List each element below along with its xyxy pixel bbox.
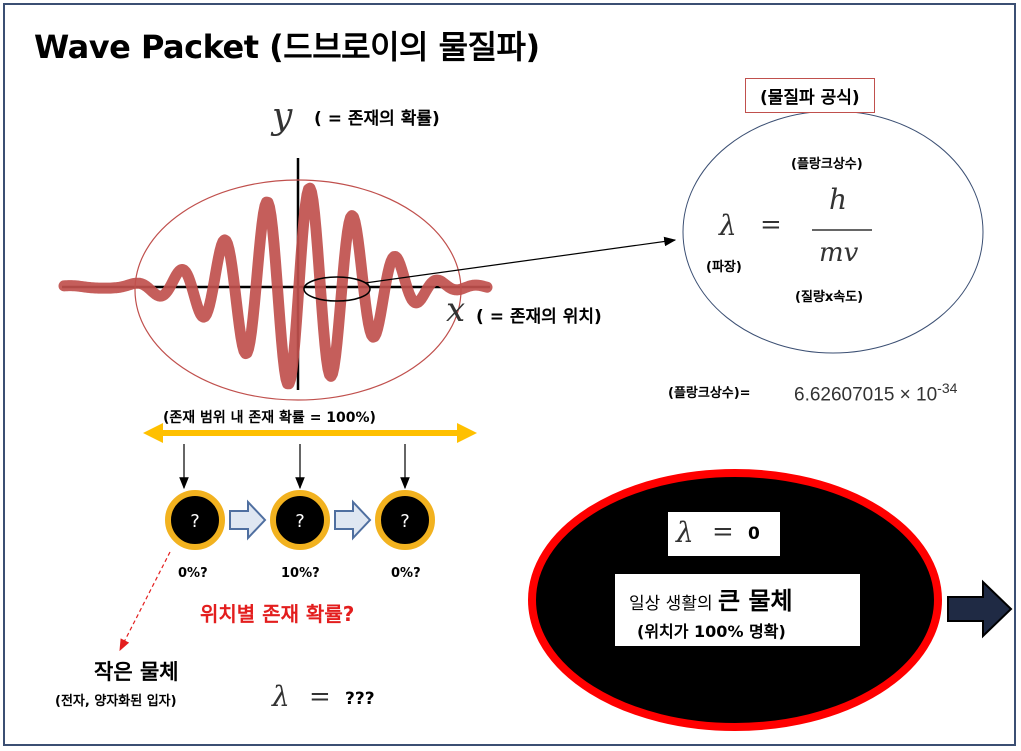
small-object-equals: = bbox=[309, 682, 331, 712]
big-object-lambda: λ bbox=[676, 516, 694, 549]
big-object-line1-emph: 큰 물체 bbox=[718, 587, 793, 615]
double-arrow-icon bbox=[143, 423, 477, 443]
particle-2-prob: 10%? bbox=[281, 566, 320, 581]
big-object-equals: = bbox=[712, 517, 734, 547]
wave-packet-curve bbox=[58, 182, 493, 390]
numerator-label: (플랑크상수) bbox=[791, 157, 863, 172]
big-object-line1: 일상 생활의 큰 물체 bbox=[629, 581, 793, 616]
particle-1-prob: 0%? bbox=[178, 566, 208, 581]
x-axis-symbol: x bbox=[446, 290, 466, 330]
big-object-value: 0 bbox=[748, 524, 760, 544]
planck-value: 6.62607015 × 10 bbox=[794, 384, 938, 406]
y-axis-symbol: y bbox=[272, 96, 293, 137]
x-axis-desc: ( = 존재의 위치) bbox=[476, 307, 602, 327]
formula-title: (물질파 공식) bbox=[745, 78, 875, 113]
formula-lambda: λ bbox=[719, 209, 737, 242]
big-object-text-box: 일상 생활의 큰 물체 (위치가 100% 명확) bbox=[615, 574, 860, 646]
y-axis-desc: ( = 존재의 확률) bbox=[314, 109, 440, 129]
block-arrow-right-icon bbox=[334, 499, 372, 541]
particle-icon: ? bbox=[375, 490, 435, 550]
small-object-value: ??? bbox=[345, 689, 375, 709]
planck-value-group: 6.62607015 × 10-34 bbox=[794, 380, 957, 406]
slide-frame bbox=[3, 3, 1016, 746]
small-object-title: 작은 물체 bbox=[94, 660, 179, 684]
small-object-lambda: λ bbox=[272, 680, 290, 713]
formula-equals: = bbox=[760, 210, 782, 240]
big-object-line1-prefix: 일상 생활의 bbox=[629, 594, 719, 614]
formula-denominator: mv bbox=[819, 238, 859, 268]
particle-1-symbol: ? bbox=[190, 511, 200, 532]
page-title: Wave Packet (드브로이의 물질파) bbox=[34, 28, 540, 66]
particle-3-prob: 0%? bbox=[391, 566, 421, 581]
particle-icon: ? bbox=[165, 490, 225, 550]
zoom-ellipse bbox=[303, 276, 371, 302]
position-prob-question: 위치별 존재 확률? bbox=[200, 602, 355, 626]
pointer-arrow bbox=[364, 236, 677, 284]
lambda-label: (파장) bbox=[706, 260, 742, 275]
particle-3-symbol: ? bbox=[400, 511, 410, 532]
denominator-label: (질량x속도) bbox=[795, 290, 864, 305]
big-object-line2: (위치가 100% 명확) bbox=[637, 622, 786, 641]
block-arrow-right-icon bbox=[229, 499, 267, 541]
big-lambda-box: λ = 0 bbox=[668, 512, 780, 556]
particle-2-symbol: ? bbox=[295, 511, 305, 532]
planck-label: (플랑크상수)= bbox=[668, 386, 751, 401]
particle-icon: ? bbox=[270, 490, 330, 550]
small-object-subtitle: (전자, 양자화된 입자) bbox=[55, 694, 177, 709]
planck-exponent: -34 bbox=[937, 380, 958, 396]
red-dashed-arrow bbox=[119, 551, 171, 652]
block-arrow-right-icon bbox=[947, 579, 1013, 639]
formula-numerator: h bbox=[829, 183, 848, 216]
range-label: (존재 범위 내 존재 확률 = 100%) bbox=[163, 410, 376, 426]
wave-range-ellipse bbox=[134, 179, 462, 401]
